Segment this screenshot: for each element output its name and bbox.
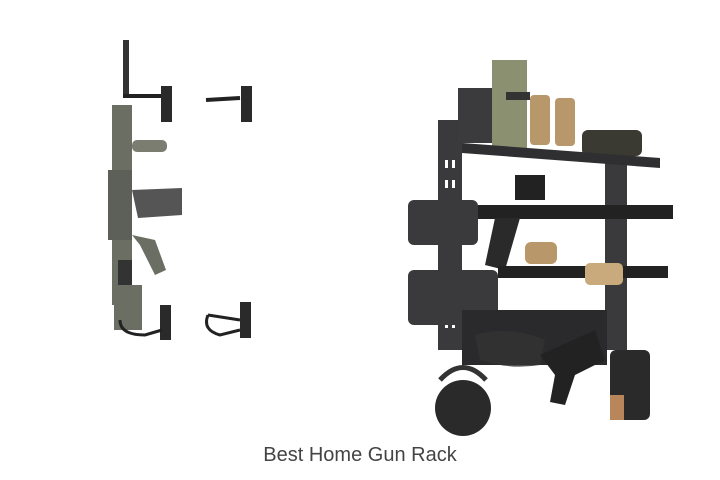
- rifle-hooks-image: [90, 30, 270, 350]
- image-caption: Best Home Gun Rack: [263, 444, 457, 466]
- wall-hook-top-right: [241, 86, 252, 122]
- wall-hook-bottom-right: [240, 302, 251, 338]
- gun-rack-image: [400, 30, 680, 440]
- wall-hook-top-left: [161, 86, 172, 122]
- wall-hook-bottom-left: [160, 305, 171, 340]
